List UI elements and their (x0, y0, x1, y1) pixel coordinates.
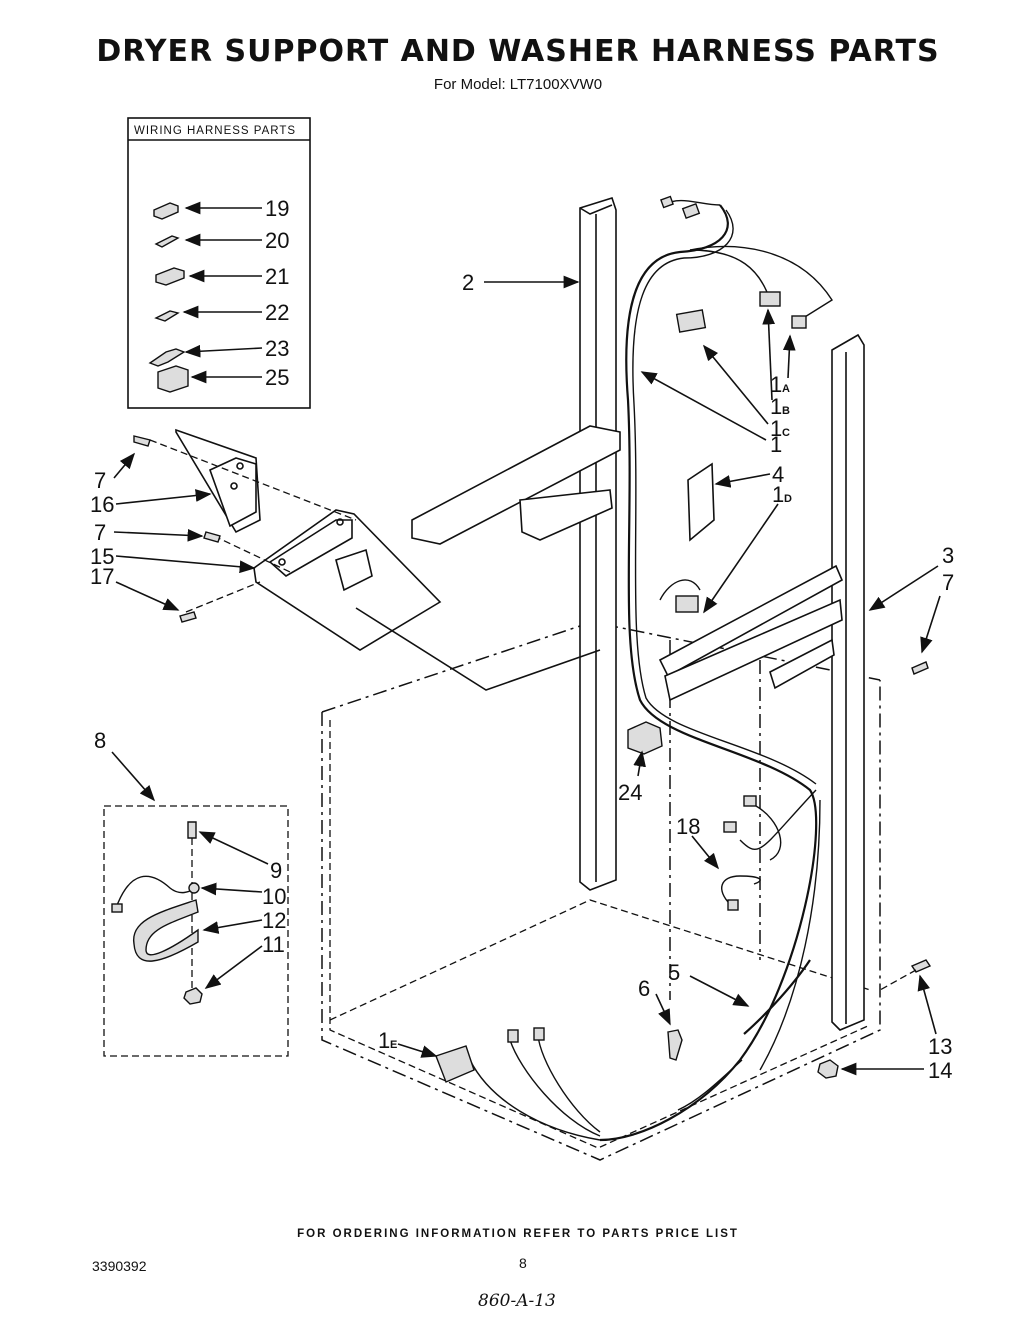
callout-14: 14 (928, 1058, 952, 1083)
callout-1c-main: 1 (770, 416, 782, 441)
callout-12: 12 (262, 908, 286, 933)
callout-19: 19 (265, 196, 289, 221)
document-number: 3390392 (92, 1258, 147, 1274)
callout-7b: 7 (94, 520, 106, 545)
callout-22: 22 (265, 300, 289, 325)
screw-7b-icon (203, 531, 221, 543)
ordering-info-footer: FOR ORDERING INFORMATION REFER TO PARTS … (297, 1228, 739, 1240)
callout-13: 13 (928, 1034, 952, 1059)
dryer-support-bracket (149, 428, 601, 691)
callout-20: 20 (265, 228, 289, 253)
callout-8: 8 (94, 728, 106, 753)
screw-17-icon (179, 611, 197, 623)
part-21-icon (155, 267, 185, 286)
part-19-icon (153, 202, 179, 220)
callout-1d-sub: D (784, 493, 792, 505)
part-14-nut (817, 1059, 839, 1079)
callout-1a-main: 1 (770, 372, 782, 397)
screw-7c-icon (911, 661, 929, 675)
callout-1b-main: 1 (770, 394, 782, 419)
callout-1: 1 (770, 432, 782, 457)
model-subtitle: For Model: LT7100XVW0 (433, 76, 603, 93)
callout-10: 10 (262, 884, 286, 909)
page-title: DRYER SUPPORT AND WASHER HARNESS PARTS (96, 34, 940, 69)
callout-6: 6 (638, 976, 650, 1001)
washer-cabinet-outline (321, 621, 881, 1161)
wiring-box-title: WIRING HARNESS PARTS (134, 125, 296, 137)
callout-15: 15 (90, 544, 114, 569)
callout-11: 11 (262, 932, 285, 957)
callout-1a-sub: A (782, 383, 790, 395)
callout-7a: 7 (94, 468, 106, 493)
callout-3: 3 (942, 543, 954, 568)
callout-1b-sub: B (782, 405, 790, 417)
part-6-screw (667, 1029, 683, 1061)
callout-4: 4 (772, 462, 784, 487)
part-4-bracket (687, 462, 715, 542)
callout-16: 16 (90, 492, 114, 517)
callout-23: 23 (265, 336, 289, 361)
part-5-wire (743, 959, 811, 1035)
callout-1c-sub: C (782, 427, 790, 439)
screw-7-icon (133, 435, 151, 447)
part-25-icon (157, 365, 189, 393)
callout-1e-sub: E (390, 1039, 397, 1051)
callout-5: 5 (668, 960, 680, 985)
cross-braces (411, 425, 844, 702)
callout-7c: 7 (942, 570, 954, 595)
part-24-clip (627, 721, 663, 755)
callout-18: 18 (676, 814, 700, 839)
ground-kit-box (103, 805, 289, 1057)
left-upright-support (579, 197, 617, 891)
wiring-harness-parts-box: WIRING HARNESS PARTS 19 20 21 22 23 25 (127, 117, 311, 409)
callout-1d-main: 1 (772, 482, 784, 507)
callout-9: 9 (270, 858, 282, 883)
part-23-icon (148, 348, 186, 367)
callout-25: 25 (265, 365, 289, 390)
callout-2: 2 (462, 270, 474, 295)
main-wire-harness (435, 195, 833, 1142)
right-upright-support (831, 333, 865, 1031)
part-18-jumper-wire (721, 875, 761, 911)
page-number: 8 (519, 1255, 527, 1271)
callout-1e-main: 1 (378, 1028, 390, 1053)
callout-21: 21 (265, 264, 289, 289)
callout-17: 17 (90, 564, 114, 589)
part-22-icon (154, 310, 180, 322)
part-20-icon (154, 235, 180, 248)
handwritten-note: 860-A-13 (478, 1291, 556, 1311)
callout-24: 24 (618, 780, 642, 805)
